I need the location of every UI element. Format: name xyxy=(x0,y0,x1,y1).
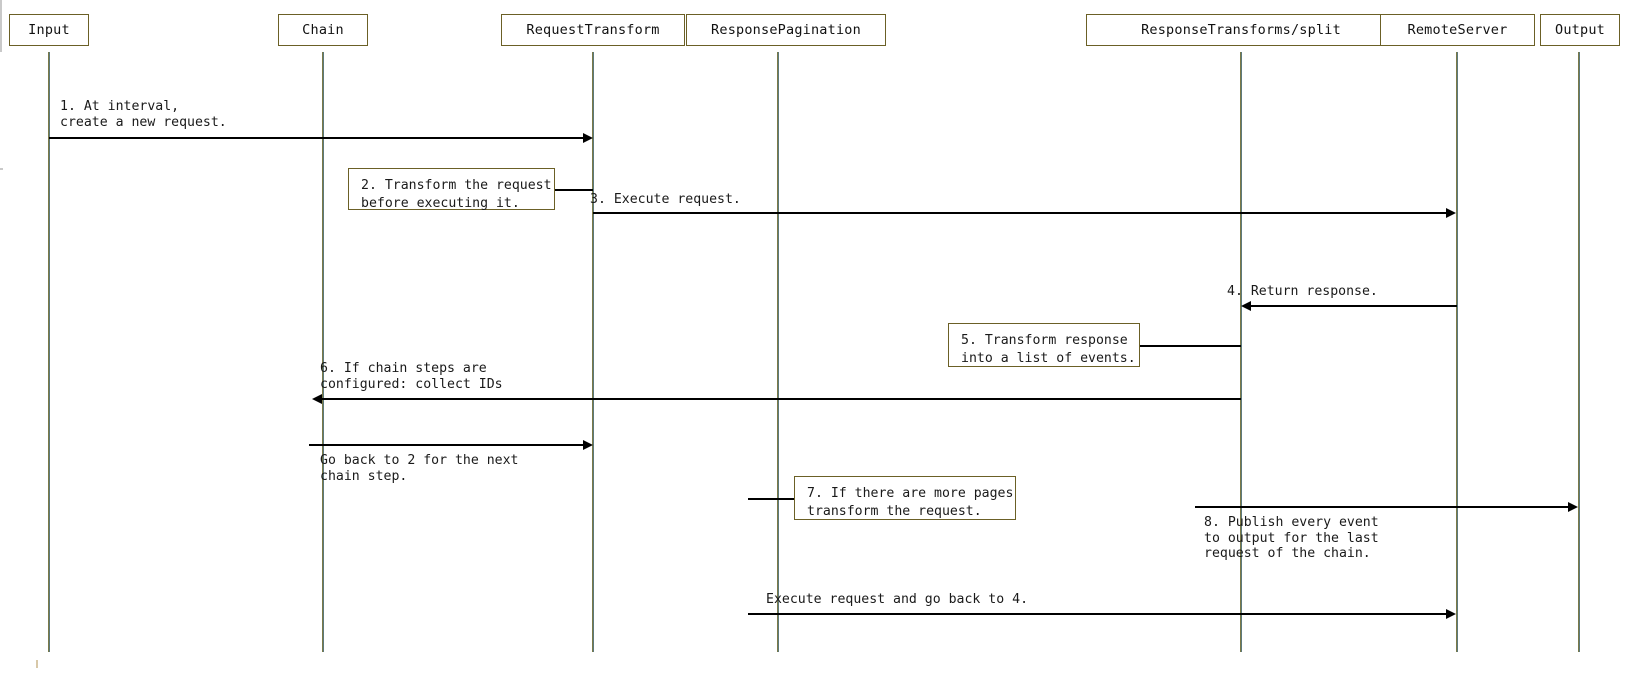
participant-box-remoteserver[interactable]: RemoteServer xyxy=(1380,14,1535,46)
lifeline-requesttransform xyxy=(592,52,594,652)
page-edge-tick-left-mid xyxy=(0,168,3,170)
participant-box-responsetransforms-split[interactable]: ResponseTransforms/split xyxy=(1086,14,1396,46)
message-label-6: 6. If chain steps are configured: collec… xyxy=(320,361,503,392)
arrow-head-right-icon-1 xyxy=(583,132,593,143)
note-box-2: 2. Transform the request before executin… xyxy=(348,168,555,211)
note-stem-2 xyxy=(555,189,593,191)
note-stem-5 xyxy=(1140,345,1241,347)
message-line-1 xyxy=(49,137,584,139)
note-box-7: 7. If there are more pages transform the… xyxy=(794,476,1016,520)
note-stem-7 xyxy=(748,498,796,500)
message-label-go-back-to-2: Go back to 2 for the next chain step. xyxy=(320,453,519,484)
participant-label: ResponsePagination xyxy=(711,22,861,38)
page-edge-tick-bottom-left xyxy=(36,660,38,668)
message-line-3 xyxy=(593,212,1447,214)
participant-label: Chain xyxy=(302,22,344,38)
lifeline-responsepagination xyxy=(777,52,779,652)
message-line-go-back-to-2 xyxy=(309,444,584,446)
participant-box-chain[interactable]: Chain xyxy=(278,14,368,46)
participant-label: RequestTransform xyxy=(526,22,660,38)
lifeline-output xyxy=(1578,52,1580,652)
participant-label: ResponseTransforms/split xyxy=(1141,22,1341,38)
participant-label: RemoteServer xyxy=(1407,22,1508,38)
participant-box-output[interactable]: Output xyxy=(1540,14,1620,46)
participant-label: Output xyxy=(1555,22,1605,38)
participant-box-responsepagination[interactable]: ResponsePagination xyxy=(686,14,886,46)
message-line-execute-go-back-to-4 xyxy=(748,613,1447,615)
arrow-head-right-icon-go-back-to-2 xyxy=(583,439,593,450)
lifeline-input xyxy=(48,52,50,652)
message-label-3: 3. Execute request. xyxy=(590,192,741,207)
message-line-6 xyxy=(322,398,1241,400)
lifeline-responsetransforms-split xyxy=(1240,52,1242,652)
note-box-5: 5. Transform response into a list of eve… xyxy=(948,323,1140,367)
arrow-head-right-icon-3 xyxy=(1446,207,1456,218)
page-edge-tick-left-top xyxy=(0,0,2,52)
message-label-1: 1. At interval, create a new request. xyxy=(60,99,227,130)
message-label-4: 4. Return response. xyxy=(1227,284,1378,299)
arrow-head-right-icon-execute-go-back-to-4 xyxy=(1446,608,1456,619)
participant-box-input[interactable]: Input xyxy=(9,14,89,46)
message-line-8 xyxy=(1195,506,1569,508)
participant-label: Input xyxy=(28,22,70,38)
message-label-execute-go-back-to-4: Execute request and go back to 4. xyxy=(766,592,1029,607)
lifeline-chain xyxy=(322,52,324,652)
message-label-8: 8. Publish every event to output for the… xyxy=(1204,515,1379,562)
participant-box-requesttransform[interactable]: RequestTransform xyxy=(501,14,685,46)
arrow-head-left-icon-4 xyxy=(1241,300,1251,311)
lifeline-remoteserver xyxy=(1456,52,1458,652)
arrow-head-left-icon-6 xyxy=(312,393,322,404)
arrow-head-right-icon-8 xyxy=(1568,501,1578,512)
message-line-4 xyxy=(1251,305,1457,307)
